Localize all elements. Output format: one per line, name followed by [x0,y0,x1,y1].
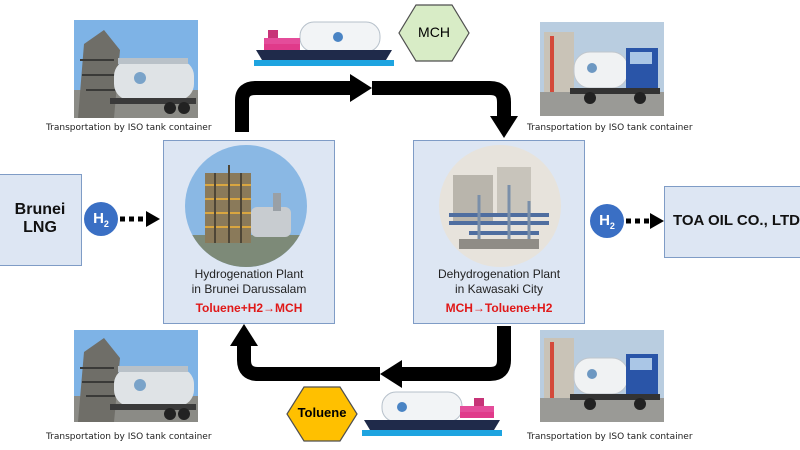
dehydrogenation-plant-photo [439,145,561,267]
source-line2: LNG [23,219,57,236]
h2-circle-left: H2 [84,202,118,236]
arrow-head-top-left [350,74,372,102]
arrow-top-right-segment [372,81,511,118]
destination-label: TOA OIL CO., LTD [673,212,800,229]
hydrogenation-plant-photo [185,145,307,267]
hydrogenation-plant-title: Hydrogenation Plant [194,267,304,281]
arrow-bottom-left-segment [237,344,380,381]
hydrogenation-formula: Toluene+H2→MCH [195,301,303,315]
ship-icon-top [254,20,394,66]
source-line1: Brunei [14,201,66,218]
destination-toa-oil-box: TOA OIL CO., LTD [664,186,800,258]
arrow-head-bottom-right [380,360,402,388]
arrow-top-left-segment [235,81,352,132]
hydrogenation-plant-box: Hydrogenation Plant in Brunei Darussalam… [163,140,335,324]
dehydrogenation-plant-location: in Kawasaki City [454,282,544,296]
arrow-bottom-right-segment [400,326,511,381]
hydrogenation-plant-location: in Brunei Darussalam [191,282,307,296]
dehydrogenation-formula: MCH→Toluene+H2 [445,301,553,315]
dotted-arrow-right-head [650,213,664,229]
mch-hexagon: MCH [398,4,470,62]
toluene-hexagon: Toluene [286,386,358,442]
caption-top-left: Transportation by ISO tank container [46,123,212,133]
caption-bottom-left: Transportation by ISO tank container [46,432,212,442]
iso-tank-trailer-photo-top-left [74,20,198,118]
dotted-arrow-left-head [146,211,160,227]
arrow-head-top-right [490,116,518,138]
caption-top-right: Transportation by ISO tank container [527,123,693,133]
h2-circle-right: H2 [590,204,624,238]
toluene-label: Toluene [297,405,347,420]
source-brunei-lng-box: Brunei LNG [0,174,82,266]
dehydrogenation-plant-box: Dehydrogenation Plant in Kawasaki City M… [413,140,585,324]
mch-label: MCH [418,24,450,40]
iso-tank-trailer-photo-bottom-left [74,330,198,422]
caption-bottom-right: Transportation by ISO tank container [527,432,693,442]
dehydrogenation-plant-title: Dehydrogenation Plant [437,267,561,281]
ship-icon-bottom [362,386,502,436]
iso-tank-truck-photo-top-right [540,22,664,116]
iso-tank-truck-photo-bottom-right [540,330,664,422]
arrow-head-bottom-left [230,324,258,346]
